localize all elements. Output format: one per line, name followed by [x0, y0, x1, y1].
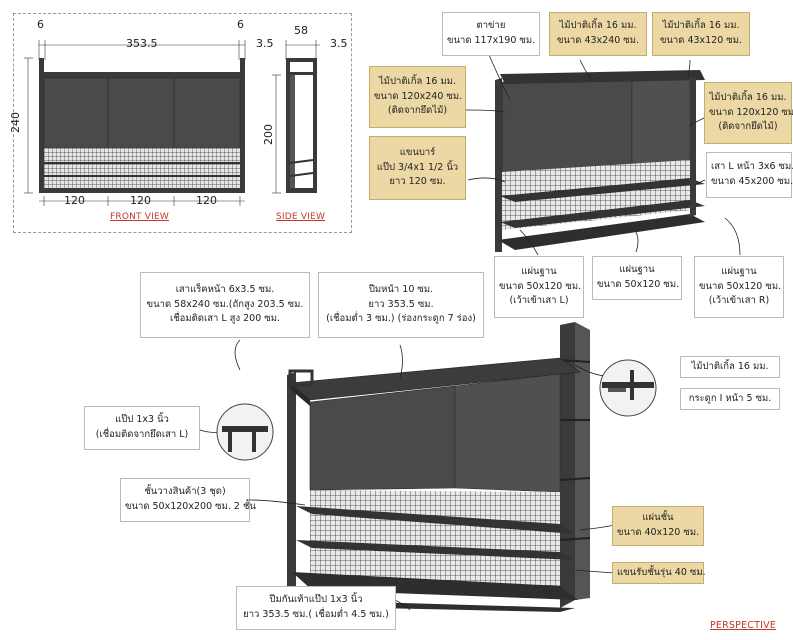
callout-line: ชั้นวางสินค้า(3 ชุด) — [144, 486, 226, 498]
callout-line: ขนาด 43x120 ซม. — [659, 35, 743, 46]
callout-line: ไม้ปาติเกิ้ล 16 มม. — [378, 75, 457, 87]
callout-line: ขนาด 50x120 ซม. — [499, 280, 582, 292]
callout-line: เสา L หน้า 3x6 ซม. — [711, 161, 793, 173]
top-3d-shelf-drawing — [495, 70, 705, 252]
callout-line: (เว้าเข้าเสา R) — [708, 295, 770, 307]
callout-line: ขนาด 45x200 ซม. — [711, 176, 793, 187]
callout-line: แผ่นฐาน — [521, 265, 557, 277]
callout-line: กระดูก I หน้า 5 ซม. — [688, 392, 772, 404]
side-view-drawing — [272, 40, 320, 194]
dim-left-post: 6 — [37, 18, 44, 31]
callout-line: แผ่นฐาน — [721, 265, 757, 277]
callout-line: (เชื่อมติดจากยึดเสา L) — [95, 429, 189, 440]
callout-base-left: แผ่นฐาน ขนาด 50x120 ซม. (เว้าเข้าเสา L) — [494, 256, 584, 318]
callout-line: ปีมกันเท้าแป๊ป 1x3 นิ้ว — [269, 594, 363, 606]
callout-product-shelf: ชั้นวางสินค้า(3 ชุด) ขนาด 50x120x200 ซม.… — [120, 478, 256, 522]
dim-side-height: 200 — [262, 124, 275, 145]
callout-line: ไม้ปาติเกิ้ล 16 มม. — [662, 20, 740, 32]
callout-base-middle: แผ่นฐาน ขนาด 50x120 ซม. — [592, 256, 682, 300]
callout-particleboard-120x240: ไม้ปาติเกิ้ล 16 มม. ขนาด 120x240 ซม. (ติ… — [369, 66, 466, 128]
callout-line: (ติดจากยึดไม้) — [718, 121, 778, 133]
callout-particleboard-120x120: ไม้ปาติเกิ้ล 16 มม. ขนาด 120x120 ซม. (ติ… — [704, 82, 793, 144]
dim-bay-2: 120 — [130, 194, 151, 207]
callout-line: เชื่อมติดเสา L สูง 200 ซม. — [169, 313, 281, 325]
side-view-title: SIDE VIEW — [276, 212, 326, 222]
callout-line: แขนบาร์ — [399, 146, 436, 158]
callout-shelf-arm: แขนรับชั้นรุ่น 40 ซม. — [612, 562, 706, 584]
callout-line: (เว้าเข้าเสา L) — [509, 295, 569, 307]
dim-front-height: 240 — [9, 112, 22, 133]
callout-front-rack-post: เสาแร็คหน้า 6x3.5 ซม. ขนาด 58x240 ซม.(ถั… — [140, 272, 310, 338]
callout-particleboard-43x120: ไม้ปาติเกิ้ล 16 มม. ขนาด 43x120 ซม. — [652, 12, 750, 56]
orthographic-views-frame — [13, 13, 352, 233]
front-view-drawing — [24, 40, 246, 206]
callout-line: ขนาด 120x240 ซม. — [374, 90, 463, 102]
perspective-title: PERSPECTIVE — [710, 620, 777, 631]
perspective-shelf-drawing — [287, 322, 591, 620]
detail-circle-left — [216, 403, 274, 461]
callout-line: (ติดจากยึดไม้) — [387, 105, 448, 117]
dim-side-gap: 3.5 — [330, 37, 348, 50]
callout-line: ไม้ปาติเกิ้ล 16 มม. — [709, 91, 787, 103]
callout-line: ขนาด 50x120 ซม. — [699, 280, 782, 292]
callout-base-right: แผ่นฐาน ขนาด 50x120 ซม. (เว้าเข้าเสา R) — [694, 256, 784, 318]
callout-line: ปีมหน้า 10 ซม. — [368, 283, 434, 295]
callout-line: (เชื่อมต่ำ 3 ซม.) (ร่องกระดูก 7 ร่อง) — [326, 313, 476, 325]
front-view-title: FRONT VIEW — [110, 212, 170, 222]
callout-line: แป๊ป 3/4x1 1/2 นิ้ว — [376, 161, 459, 173]
callout-line: แผ่นชั้น — [642, 512, 674, 524]
callout-line: แขนรับชั้นรุ่น 40 ซม. — [617, 566, 706, 578]
callout-line: ไม้ปาติเกิ้ล 16 มม. — [559, 20, 637, 32]
callout-l-post: เสา L หน้า 3x6 ซม. ขนาด 45x200 ซม. — [706, 152, 793, 198]
dim-total-width: 353.5 — [126, 37, 158, 50]
callout-line: แป๊ป 1x3 นิ้ว — [115, 414, 169, 426]
callout-line: ขนาด 50x120 ซม. — [597, 279, 680, 290]
callout-particleboard-detail: ไม้ปาติเกิ้ล 16 มม. — [680, 356, 780, 378]
callout-front-beam: ปีมหน้า 10 ซม. ยาว 353.5 ซม. (เชื่อมต่ำ … — [318, 272, 484, 338]
callout-line: ขนาด 43x240 ซม. — [556, 35, 640, 46]
callout-line: ขนาด 50x120x200 ซม. 2 ชั้น — [125, 501, 256, 512]
callout-line: ตาข่าย — [476, 20, 506, 32]
dim-right-gap: 3.5 — [256, 37, 274, 50]
dim-right-post: 6 — [237, 18, 244, 31]
callout-shelf-plate: แผ่นชั้น ขนาด 40x120 ซม. — [612, 506, 704, 546]
callout-line: ยาว 120 ซม. — [389, 176, 446, 188]
dim-bay-3: 120 — [196, 194, 217, 207]
detail-circle-right — [599, 359, 657, 417]
callout-line: แผ่นฐาน — [619, 264, 655, 276]
dim-side-depth: 58 — [294, 24, 308, 37]
callout-line: ขนาด 117x190 ซม. — [447, 35, 536, 46]
callout-arm-bar: แขนบาร์ แป๊ป 3/4x1 1/2 นิ้ว ยาว 120 ซม. — [369, 136, 466, 200]
callout-i-bone: กระดูก I หน้า 5 ซม. — [680, 388, 780, 410]
callout-line: ยาว 353.5 ซม.( เชื่อมต่ำ 4.5 ซม.) — [243, 609, 389, 620]
callout-particleboard-43x240: ไม้ปาติเกิ้ล 16 มม. ขนาด 43x240 ซม. — [549, 12, 647, 56]
callout-line: เสาแร็คหน้า 6x3.5 ซม. — [175, 283, 275, 295]
callout-line: ไม้ปาติเกิ้ล 16 มม. — [691, 360, 769, 372]
callout-line: ขนาด 58x240 ซม.(ถักสูง 203.5 ซม. — [146, 298, 304, 310]
callout-mesh: ตาข่าย ขนาด 117x190 ซม. — [442, 12, 540, 56]
dim-bay-1: 120 — [64, 194, 85, 207]
callout-line: ยาว 353.5 ซม. — [368, 298, 434, 310]
callout-line: ขนาด 120x120 ซม. — [709, 106, 793, 118]
callout-pipe-1x3: แป๊ป 1x3 นิ้ว (เชื่อมติดจากยึดเสา L) — [84, 406, 200, 450]
callout-kick-beam: ปีมกันเท้าแป๊ป 1x3 นิ้ว ยาว 353.5 ซม.( เ… — [236, 586, 396, 630]
callout-line: ขนาด 40x120 ซม. — [617, 527, 700, 538]
